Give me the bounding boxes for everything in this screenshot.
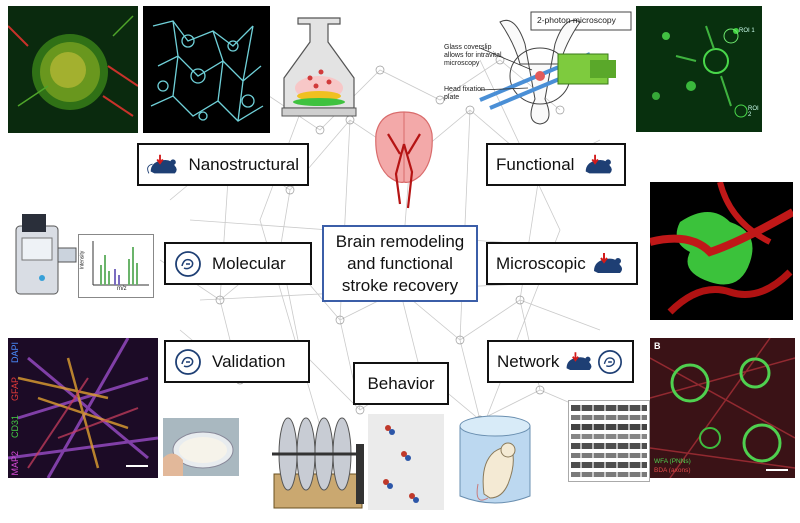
mouse-icon — [566, 351, 592, 370]
perineuronal-net-image: B WFA (PNNs) BDA (axons) — [650, 338, 795, 478]
center-line-1: Brain remodeling — [335, 231, 465, 251]
network-label: Network — [497, 351, 560, 371]
molecular-box: Molecular — [164, 242, 312, 285]
molecule-icon — [175, 348, 201, 375]
molecular-label: Molecular — [212, 253, 286, 273]
green-calcium-image: ROI 1 ROI 2 — [636, 6, 762, 132]
validation-box: Validation — [164, 340, 310, 383]
mass-spectrometer-illustration — [15, 214, 77, 295]
neuron-fluorescence-image — [8, 6, 138, 133]
head-fixation-note: Head fixation plate — [444, 86, 485, 101]
nanostructure-network-image — [143, 6, 270, 133]
spectrum-ylabel: Intensity — [79, 250, 86, 270]
mouse-icon — [586, 154, 613, 173]
petri-dish-photo — [163, 418, 239, 476]
microscopic-label: Microscopic — [496, 253, 586, 273]
culture-chamber-illustration — [281, 17, 357, 117]
rotarod-illustration — [272, 417, 364, 509]
behavior-label: Behavior — [367, 373, 435, 393]
coverslip-note: Glass coverslip allows for intravital mi… — [444, 44, 502, 67]
roi1-label: ROI 1 — [739, 28, 755, 34]
molecule-icon — [175, 250, 201, 277]
panel-letter: B — [654, 341, 661, 351]
functional-box: Functional — [486, 143, 626, 186]
center-concept-box: Brain remodeling and functional stroke r… — [322, 225, 478, 302]
cylinder-test-illustration — [459, 415, 531, 504]
microscopic-box: Microscopic — [486, 242, 638, 285]
dapi-label: DAPI — [10, 342, 20, 364]
center-line-2: and functional — [347, 253, 453, 273]
mouse-icon — [147, 154, 177, 174]
bda-label: BDA (axons) — [654, 467, 691, 474]
mouse-icon — [593, 252, 622, 273]
connectivity-matrix-image — [568, 400, 650, 482]
functional-label: Functional — [496, 154, 575, 174]
two-photon-schematic: 2-photon microscopy Glass coverslip allo… — [440, 4, 635, 132]
footprint-test-image — [368, 414, 444, 510]
wfa-label: WFA (PNNs) — [654, 458, 691, 465]
behavior-box: Behavior — [353, 362, 449, 405]
immunostain-image: DAPI GFAP CD31 MAP2 — [8, 338, 158, 478]
nanostructural-box: Nanostructural — [137, 143, 309, 186]
gfap-label: GFAP — [10, 376, 20, 401]
two-photon-title: 2-photon microscopy — [537, 15, 616, 25]
map2-label: MAP2 — [10, 451, 20, 476]
3d-reconstruction-image — [650, 182, 793, 320]
spectrum-xlabel: m/z — [117, 286, 127, 292]
validation-label: Validation — [212, 351, 286, 371]
center-line-3: stroke recovery — [341, 275, 459, 295]
cd31-label: CD31 — [10, 414, 20, 438]
roi2-label: ROI 2 — [748, 106, 759, 118]
network-box: Network — [487, 340, 634, 383]
brain-icon — [375, 111, 433, 209]
molecule-icon — [598, 349, 623, 374]
mass-spectrum-plot: Intensity m/z — [78, 234, 154, 298]
nanostructural-label: Nanostructural — [188, 154, 299, 174]
